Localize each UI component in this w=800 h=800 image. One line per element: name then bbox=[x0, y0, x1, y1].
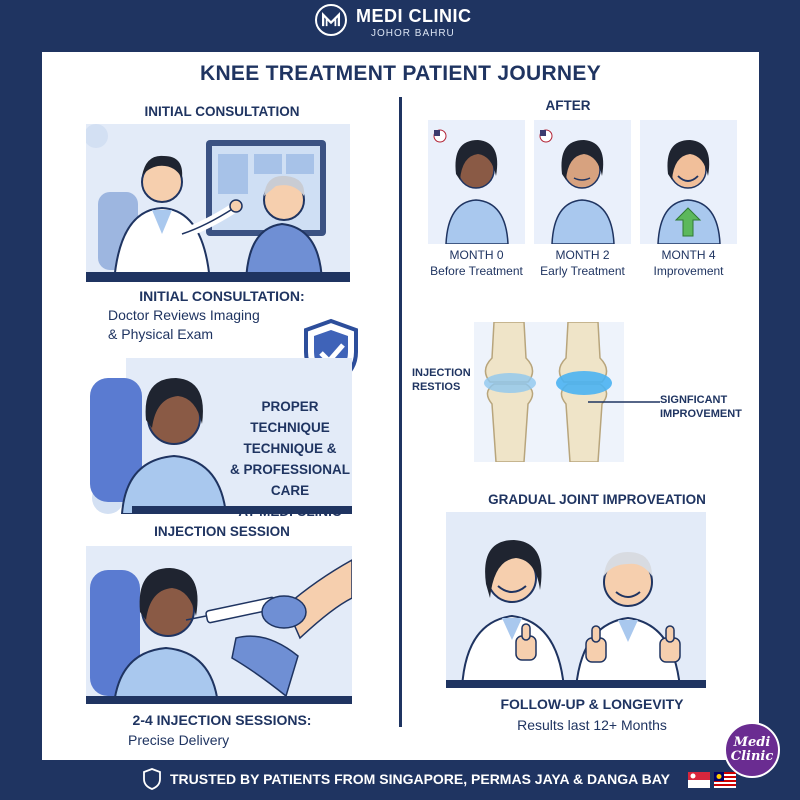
consultation-caption-title: INITIAL CONSULTATION: bbox=[139, 288, 305, 304]
month-2-stage: Early Treatment bbox=[540, 264, 625, 278]
injection-illustration bbox=[86, 546, 352, 704]
month-4-label: MONTH 4 bbox=[661, 248, 716, 262]
knee-label-pointer bbox=[588, 400, 660, 404]
journey-panel: KNEE TREATMENT PATIENT JOURNEY INITIAL C… bbox=[42, 52, 759, 760]
month-0-stage: Before Treatment bbox=[430, 264, 523, 278]
technique-line-1: PROPER TECHNIQUE bbox=[250, 399, 330, 435]
knee-label-right-line1: SIGNFICANT bbox=[660, 394, 728, 406]
consultation-illustration bbox=[86, 124, 350, 282]
singapore-flag-icon bbox=[688, 772, 710, 788]
injection-caption-title: 2-4 INJECTION SESSIONS: bbox=[132, 712, 312, 728]
consultation-caption-line1: Doctor Reviews Imaging bbox=[108, 307, 260, 323]
brand-location: JOHOR BAHRU bbox=[371, 28, 455, 39]
knee-label-left-line1: INJECTION bbox=[412, 367, 471, 379]
patient-care-illustration bbox=[86, 348, 352, 514]
month-4-caption: MONTH 4 Improvement bbox=[638, 247, 739, 279]
month-2-label: MONTH 2 bbox=[555, 248, 610, 262]
month-0-frame bbox=[428, 120, 525, 244]
followup-title: FOLLOW-UP & LONGEVITY bbox=[500, 696, 684, 712]
month-4-stage: Improvement bbox=[653, 264, 724, 278]
consultation-caption-line2: & Physical Exam bbox=[108, 326, 214, 342]
footer-trust-text: TRUSTED BY PATIENTS FROM SINGAPORE, PERM… bbox=[170, 771, 670, 787]
badge-line-2: Clinic bbox=[730, 749, 774, 764]
followup-line: Results last 12+ Months bbox=[517, 717, 667, 733]
column-divider bbox=[399, 97, 402, 727]
knee-label-left: INJECTION RESTIOS bbox=[412, 366, 471, 394]
knee-label-right: SIGNFICANT IMPROVEMENT bbox=[660, 393, 760, 421]
doctors-thumbs-up-illustration bbox=[446, 512, 706, 688]
header: MEDI CLINIC JOHOR BAHRU bbox=[0, 0, 800, 52]
month-4-frame bbox=[640, 120, 737, 244]
improvement-heading: GRADUAL JOINT IMPROVEATION bbox=[488, 492, 706, 507]
technique-line-2: TECHNIQUE & bbox=[243, 441, 337, 456]
injection-caption-line: Precise Delivery bbox=[128, 732, 230, 748]
injection-heading: INJECTION SESSION bbox=[154, 524, 290, 539]
month-0-caption: MONTH 0 Before Treatment bbox=[426, 247, 527, 279]
shield-icon bbox=[143, 768, 161, 790]
technique-line-4: AT MEDI CLINIC bbox=[238, 504, 342, 519]
badge-line-1: Medi bbox=[733, 735, 771, 750]
month-0-label: MONTH 0 bbox=[449, 248, 504, 262]
technique-text: PROPER TECHNIQUE TECHNIQUE & & PROFESSIO… bbox=[220, 396, 360, 522]
footer-bar: TRUSTED BY PATIENTS FROM SINGAPORE, PERM… bbox=[0, 760, 800, 800]
technique-line-3: & PROFESSIONAL CARE bbox=[229, 462, 350, 498]
knee-label-right-line2: IMPROVEMENT bbox=[660, 408, 742, 420]
medi-clinic-logo-icon bbox=[315, 4, 347, 36]
medi-clinic-badge: Medi Clinic bbox=[724, 722, 780, 778]
month-2-caption: MONTH 2 Early Treatment bbox=[532, 247, 633, 279]
month-2-frame bbox=[534, 120, 631, 244]
knee-label-left-line2: RESTIOS bbox=[412, 381, 461, 393]
after-heading: AFTER bbox=[545, 98, 591, 113]
page-title: KNEE TREATMENT PATIENT JOURNEY bbox=[199, 62, 602, 85]
malaysia-flag-icon bbox=[714, 772, 736, 788]
knee-joint-illustration bbox=[474, 322, 624, 462]
brand-name: MEDI CLINIC bbox=[356, 6, 472, 26]
consultation-heading: INITIAL CONSULTATION bbox=[144, 104, 300, 119]
